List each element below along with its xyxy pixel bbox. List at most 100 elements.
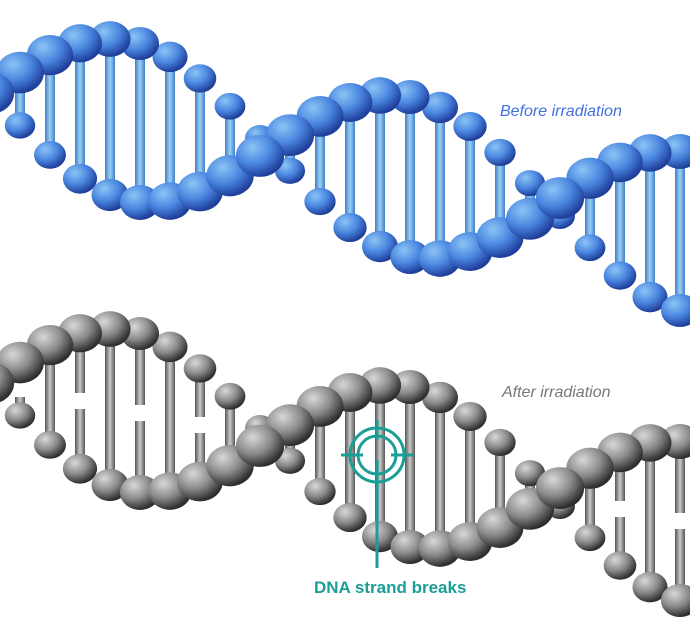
nucleotide-sphere [390,370,430,404]
base-pair-rod-broken [615,452,625,501]
base-pair-rod-broken [195,433,205,482]
base-pair-rod-broken [615,517,625,566]
nucleotide-sphere [304,187,336,216]
nucleotide-sphere [574,234,606,262]
nucleotide-sphere [34,141,66,169]
nucleotide-sphere [390,240,430,274]
base-pair-rod [315,116,325,202]
nucleotide-sphere [603,261,637,290]
base-pair-rod [15,72,25,126]
nucleotide-sphere [484,428,516,457]
nucleotide-sphere [421,91,459,124]
base-pair-rod [225,106,235,176]
base-pair-rod [165,346,175,492]
crosshair-marker-icon [341,420,414,568]
nucleotide-sphere [120,26,160,61]
base-pair-rod [645,442,655,588]
base-pair-rod [375,95,385,247]
dna-helix-after [0,311,690,618]
nucleotide-sphere [453,111,487,141]
nucleotide-sphere [119,475,161,510]
nucleotide-sphere [91,468,129,502]
nucleotide-sphere [574,524,606,552]
nucleotide-sphere [120,316,160,351]
nucleotide-sphere [390,530,430,564]
base-pair-rod [165,56,175,202]
base-pair-rod [435,107,445,259]
nucleotide-sphere [421,381,459,414]
nucleotide-sphere [484,138,516,167]
base-pair-rod [45,55,55,155]
base-pair-rod [75,43,85,179]
nucleotide-sphere [514,460,546,487]
nucleotide-sphere [119,185,161,220]
base-pair-rod [45,345,55,445]
nucleotide-sphere [535,177,585,220]
nucleotide-sphere [62,453,98,484]
base-pair-rod [105,329,115,485]
base-pair-rod-broken [495,442,505,493]
base-pair-rod-broken [75,409,85,469]
base-pair-rod [585,178,595,248]
nucleotide-sphere [535,467,585,510]
nucleotide-sphere [214,92,246,120]
base-pair-rod [225,396,235,466]
base-pair-rod [675,151,685,311]
base-pair-rod-broken [375,453,385,537]
nucleotide-sphere [274,447,306,474]
nucleotide-sphere [34,431,66,459]
base-pair-rod [585,468,595,538]
nucleotide-sphere [4,112,36,139]
base-pair-rod-broken [495,477,505,528]
base-pair-rod [345,102,355,228]
nucleotide-sphere [62,163,98,194]
base-pair-rod [615,162,625,276]
base-pair-rod-broken [675,529,685,601]
nucleotide-sphere [390,80,430,114]
nucleotide-sphere [514,170,546,197]
nucleotide-sphere [183,64,217,93]
nucleotide-sphere [361,520,399,553]
base-pair-rod-broken [135,333,145,405]
base-pair-rod [405,387,415,547]
base-pair-rod-broken [675,441,685,513]
base-pair-rod [405,97,415,257]
base-pair-rod-broken [435,465,445,549]
base-pair-rod-broken [135,421,145,493]
nucleotide-sphere [0,363,15,403]
base-pair-rod [645,152,655,298]
base-pair-rod [135,43,145,203]
nucleotide-sphere [214,382,246,410]
base-pair-rod [465,126,475,252]
after-irradiation-label: After irradiation [502,384,611,401]
nucleotide-sphere [304,477,336,506]
base-pair-rod-broken [75,333,85,393]
nucleotide-sphere [152,41,188,73]
base-pair-rod [495,152,505,238]
base-pair-rod-broken [315,406,325,457]
nucleotide-sphere [0,73,15,113]
nucleotide-sphere [183,354,217,383]
base-pair-rod-broken [315,441,325,492]
nucleotide-sphere [4,402,36,429]
base-pair-rod-broken [435,397,445,481]
nucleotide-sphere [632,281,668,313]
dna-strand-breaks-label: DNA strand breaks [314,578,467,597]
nucleotide-sphere [235,134,285,177]
nucleotide-sphere [453,401,487,431]
nucleotide-sphere [632,571,668,603]
nucleotide-sphere [333,213,367,243]
nucleotide-sphere [361,230,399,263]
nucleotide-sphere [603,551,637,580]
nucleotide-sphere [235,424,285,467]
base-pair-rod [465,416,475,542]
nucleotide-sphere [660,293,690,328]
nucleotide-sphere [274,157,306,184]
before-irradiation-label: Before irradiation [500,103,622,120]
nucleotide-sphere [333,503,367,533]
base-pair-rod-broken [195,368,205,417]
base-pair-rod [195,78,205,192]
nucleotide-sphere [91,178,129,212]
